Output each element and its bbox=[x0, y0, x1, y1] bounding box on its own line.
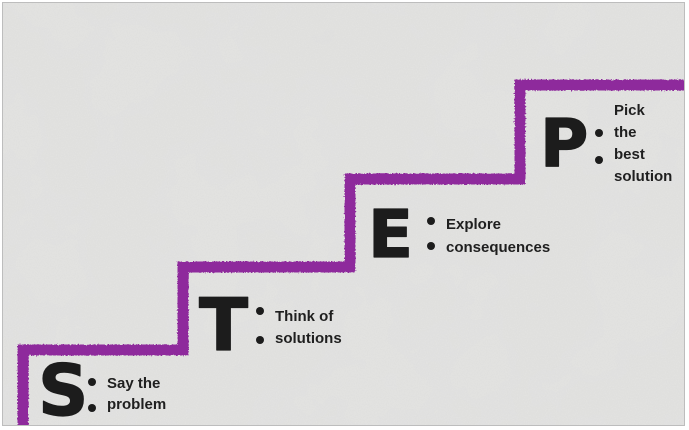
step-letter-p: P bbox=[540, 105, 588, 182]
step-label-p-line4: solution bbox=[614, 168, 672, 185]
colon-dot-bottom bbox=[256, 336, 264, 344]
wall-grain bbox=[3, 3, 684, 425]
colon-dot-bottom bbox=[427, 242, 435, 250]
step-pick: P Pick the best solution bbox=[539, 102, 672, 185]
step-say: S Say the problem bbox=[37, 349, 166, 426]
step-letter-s: S bbox=[38, 350, 88, 426]
step-label-e-line2: consequences bbox=[446, 239, 550, 256]
step-label-p-line2: the bbox=[614, 124, 637, 141]
steps-diagram: S Say the problem T Think of solutions E… bbox=[3, 3, 684, 426]
colon-dot-top bbox=[256, 307, 264, 315]
step-think: T Think of solutions bbox=[198, 282, 342, 367]
step-letter-e: E bbox=[368, 196, 413, 273]
step-label-p-line3: best bbox=[614, 146, 645, 163]
staircase-line bbox=[17, 79, 684, 425]
colon-dot-bottom bbox=[595, 156, 603, 164]
step-explore: E Explore consequences bbox=[367, 195, 550, 273]
diagram-frame: S Say the problem T Think of solutions E… bbox=[2, 2, 685, 426]
colon-dot-top bbox=[427, 217, 435, 225]
step-label-t-line2: solutions bbox=[275, 330, 342, 347]
colon-dot-top bbox=[595, 129, 603, 137]
step-label-s-line2: problem bbox=[107, 396, 166, 413]
step-label-p-line1: Pick bbox=[614, 102, 646, 119]
step-label-t-line1: Think of bbox=[275, 308, 334, 325]
step-label-e-line1: Explore bbox=[446, 216, 501, 233]
colon-dot-top bbox=[88, 378, 96, 386]
colon-dot-bottom bbox=[88, 404, 96, 412]
step-letter-t: T bbox=[199, 283, 248, 367]
step-label-s-line1: Say the bbox=[107, 375, 160, 392]
